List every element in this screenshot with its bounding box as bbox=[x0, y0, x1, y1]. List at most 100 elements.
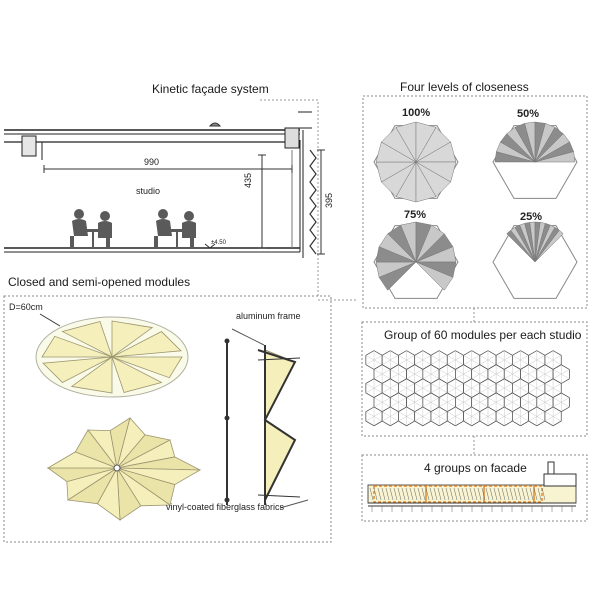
facade-hatch bbox=[525, 487, 530, 501]
hexagon-spoke bbox=[406, 397, 423, 408]
facade-hatch bbox=[477, 487, 482, 501]
hexagon-spoke bbox=[528, 355, 546, 365]
section-height-dim: 435 bbox=[243, 172, 253, 188]
hexagon-spoke bbox=[536, 397, 554, 408]
hexagon-spoke bbox=[455, 397, 472, 408]
facade-hatch bbox=[457, 487, 462, 501]
hexagon-spoke bbox=[455, 369, 472, 379]
hexagon-spoke bbox=[479, 411, 497, 422]
hexagon-spoke bbox=[414, 383, 432, 394]
facade-hatch bbox=[533, 487, 538, 501]
hexagon-spoke bbox=[447, 355, 464, 365]
hexagon-spoke bbox=[544, 411, 562, 422]
closed-module-petal bbox=[111, 320, 154, 358]
hexagon-spoke bbox=[365, 355, 383, 365]
facade-hatch bbox=[377, 487, 382, 501]
hexagon-spoke bbox=[430, 411, 448, 422]
facade-hatch bbox=[449, 487, 454, 501]
kinetic-title: Kinetic façade system bbox=[152, 82, 269, 96]
roof-lamp-icon bbox=[208, 122, 222, 127]
hexagon-spoke bbox=[398, 355, 415, 365]
open-module-petal bbox=[74, 429, 119, 469]
hexagon-spoke bbox=[552, 369, 570, 379]
facade-hatch bbox=[369, 487, 374, 501]
hexagon-spoke bbox=[439, 369, 456, 379]
hexagon-spoke bbox=[487, 397, 505, 408]
module-diameter-label: D=60cm bbox=[9, 302, 43, 312]
hexagon-spoke bbox=[496, 411, 513, 422]
facade-hatch bbox=[517, 487, 522, 501]
hexagon-spoke bbox=[528, 383, 546, 394]
closeness-fan-sector bbox=[415, 161, 437, 203]
facade-hatch bbox=[397, 487, 402, 501]
closed-module-petal bbox=[111, 331, 182, 358]
facade-hatch bbox=[441, 487, 446, 501]
facade-hatch bbox=[489, 487, 494, 501]
people-silhouettes bbox=[70, 209, 196, 248]
facade-hatch bbox=[429, 487, 434, 501]
closed-module-drawing bbox=[35, 316, 189, 398]
facade-hatch bbox=[393, 487, 398, 501]
hexagon-spoke bbox=[382, 355, 399, 365]
module-hub bbox=[113, 464, 121, 472]
hexagon-spoke bbox=[447, 383, 464, 394]
hexagon-spoke bbox=[414, 411, 432, 422]
hexagon-spoke bbox=[422, 397, 440, 408]
hexagon-spoke bbox=[365, 411, 383, 422]
closeness-fan-sector bbox=[534, 229, 564, 263]
closeness-fan-sector bbox=[534, 151, 576, 163]
facade-hatch bbox=[421, 487, 426, 501]
hexagon-spoke bbox=[365, 383, 383, 394]
hexagon-spoke bbox=[544, 383, 562, 394]
facade-hatch bbox=[469, 487, 474, 501]
hexagon-spoke bbox=[406, 369, 423, 379]
facade-hatch bbox=[509, 487, 514, 501]
facade-hatch bbox=[405, 487, 410, 501]
facade-hatch bbox=[445, 487, 450, 501]
hexagon-spoke bbox=[487, 369, 505, 379]
facade-hatch bbox=[529, 487, 534, 501]
facade-hatch bbox=[433, 487, 438, 501]
hexagon-spoke bbox=[520, 397, 537, 408]
hexagon-spoke bbox=[439, 397, 456, 408]
facade-hatch bbox=[425, 487, 430, 501]
hexagon-spoke bbox=[512, 383, 529, 394]
fabric-zigzag-drawing bbox=[257, 345, 309, 509]
closeness-50-label: 50% bbox=[517, 108, 540, 120]
facade-panel-frame bbox=[361, 454, 588, 522]
hexagon-spoke bbox=[504, 369, 521, 379]
closed-module-petal bbox=[111, 356, 183, 379]
group-title: Group of 60 modules per each studio bbox=[384, 328, 582, 342]
facade-hatch bbox=[461, 487, 466, 501]
facade-hatch bbox=[473, 487, 478, 501]
hexagon-spoke bbox=[479, 355, 497, 365]
closeness-hexagons bbox=[373, 121, 578, 299]
closed-module-petal bbox=[61, 321, 113, 358]
facade-hatch bbox=[381, 487, 386, 501]
closeness-75-label: 75% bbox=[404, 209, 427, 221]
hexagon-spoke bbox=[471, 369, 489, 379]
closed-module-petal bbox=[41, 335, 113, 358]
facade-hatch bbox=[513, 487, 518, 501]
connector-lines bbox=[260, 99, 475, 455]
closed-module-petal bbox=[42, 356, 113, 383]
section-width-dim: 990 bbox=[144, 157, 160, 167]
hexagon-spoke bbox=[422, 369, 440, 379]
hexagon-spoke bbox=[398, 383, 415, 394]
facade-hatch bbox=[493, 487, 498, 501]
facade-elevation bbox=[367, 461, 577, 512]
facade-hatch bbox=[521, 487, 526, 501]
facade-hatch bbox=[413, 487, 418, 501]
hexagon-spoke bbox=[398, 411, 415, 422]
facade-hatch bbox=[373, 487, 378, 501]
facade-hatch bbox=[537, 487, 542, 501]
closeness-panel-frame bbox=[362, 95, 588, 309]
semi-open-module-drawing bbox=[46, 417, 202, 521]
hexagon-spoke bbox=[373, 397, 391, 408]
closeness-fan-sector bbox=[415, 261, 454, 291]
hexagon-spoke bbox=[512, 355, 529, 365]
closed-module-petal bbox=[70, 356, 113, 394]
facade-hatch bbox=[497, 487, 502, 501]
facade-hatch bbox=[541, 487, 546, 501]
